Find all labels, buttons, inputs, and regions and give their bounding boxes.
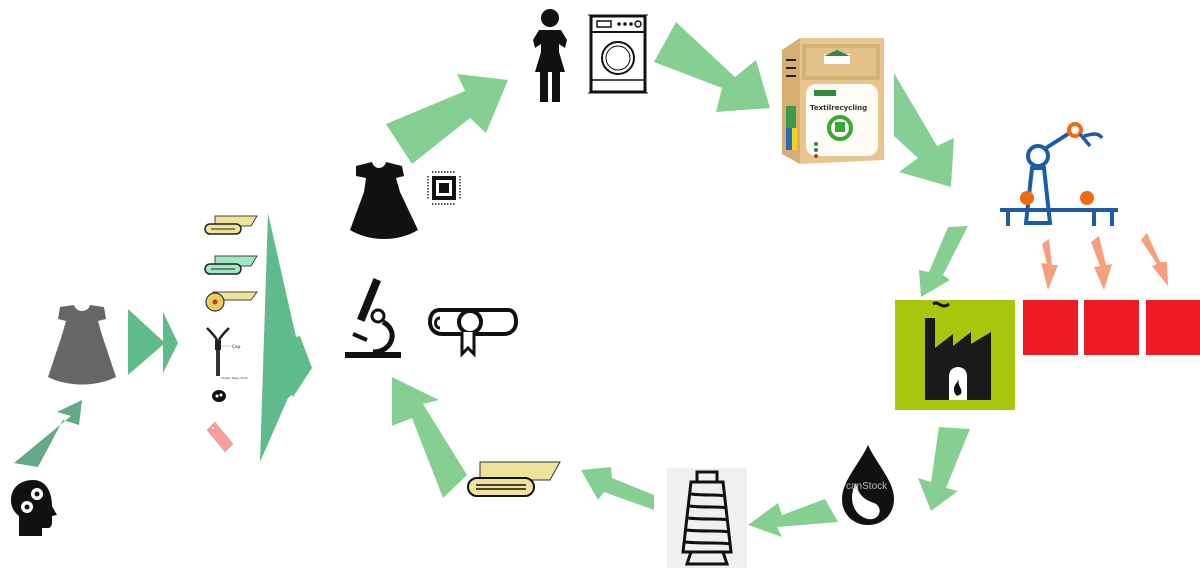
zipper-icon: Cap Chain Tape Pins bbox=[206, 327, 248, 380]
certificate-icon bbox=[427, 308, 519, 358]
dress-gray-icon bbox=[48, 305, 116, 385]
zipper-label-cap: Cap bbox=[232, 344, 241, 349]
node-use bbox=[527, 8, 673, 106]
node-collection: Textilrecycling bbox=[780, 36, 886, 166]
red-block-3 bbox=[1146, 300, 1200, 355]
dress-black-icon bbox=[350, 162, 418, 239]
bin-label: Textilrecycling bbox=[810, 104, 867, 112]
tag-icon bbox=[206, 421, 234, 453]
arrow-dress-to-materials-1 bbox=[128, 309, 165, 375]
button-icon bbox=[212, 390, 226, 402]
fabric-roll-icon bbox=[467, 461, 561, 497]
fabric-spool-yellow-icon bbox=[205, 291, 258, 312]
arrow-factory-to-chemical bbox=[918, 427, 970, 511]
red-block-2 bbox=[1084, 300, 1139, 355]
node-smart-garment bbox=[348, 162, 472, 244]
arrow-bin-to-robot bbox=[894, 73, 954, 187]
oil-drop-icon: canStock bbox=[842, 445, 894, 525]
node-materials: Cap Chain Tape Pins bbox=[203, 212, 263, 462]
arrow-dress-to-materials-2 bbox=[163, 312, 178, 373]
node-chemical: canStock bbox=[838, 443, 898, 527]
node-incineration bbox=[895, 300, 1015, 410]
fabric-roll-mint-icon bbox=[204, 255, 258, 275]
robot-arm-icon bbox=[1000, 122, 1118, 226]
arrow-robot-to-factory bbox=[919, 226, 968, 297]
node-fabric bbox=[466, 460, 566, 502]
fabric-roll-yellow-icon bbox=[204, 215, 258, 235]
zipper-label-chain: Chain Tape Pins bbox=[221, 376, 248, 380]
red-block-1 bbox=[1023, 300, 1078, 355]
arrow-use-to-bin bbox=[654, 22, 770, 112]
microscope-icon bbox=[345, 278, 401, 358]
node-design bbox=[46, 305, 118, 389]
node-fiber bbox=[667, 468, 747, 568]
arrow-chemical-to-fiber bbox=[748, 499, 838, 537]
arrow-fiber-to-fabric bbox=[581, 467, 654, 510]
factory-fire-icon bbox=[925, 301, 991, 400]
yarn-cone-icon bbox=[681, 470, 733, 566]
woman-washing-machine-icon bbox=[533, 9, 648, 102]
node-certification bbox=[427, 304, 519, 362]
arrow-design-to-dress bbox=[14, 400, 82, 467]
dress-chip-icon bbox=[350, 162, 461, 239]
node-sorting bbox=[998, 118, 1122, 228]
arrow-sort-out-2 bbox=[1091, 236, 1112, 290]
arrow-sort-out-3 bbox=[1141, 233, 1168, 286]
arrow-fabric-to-center bbox=[392, 377, 467, 498]
node-testing bbox=[343, 276, 403, 362]
watermark-text: canStock bbox=[846, 481, 888, 492]
arrow-materials-to-center bbox=[260, 213, 312, 462]
woman-icon bbox=[533, 9, 567, 102]
arrow-sort-out-1 bbox=[1041, 239, 1058, 290]
materials-stack: Cap Chain Tape Pins bbox=[204, 215, 258, 453]
chip-icon bbox=[427, 171, 461, 205]
arrow-to-use bbox=[386, 74, 508, 164]
node-design-thinking bbox=[8, 478, 60, 540]
head-gears-icon bbox=[11, 480, 57, 536]
recycling-bin-icon: Textilrecycling bbox=[782, 38, 884, 164]
washing-machine-icon bbox=[588, 14, 648, 94]
